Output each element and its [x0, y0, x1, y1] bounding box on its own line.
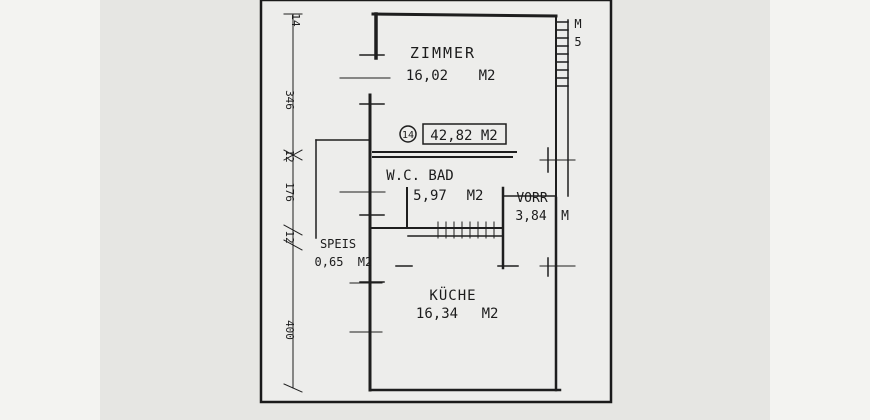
wall-top	[371, 12, 558, 18]
dimension-400: 400	[283, 320, 296, 340]
dimension-176: 176	[283, 182, 296, 202]
room-zimmer-unit: M2	[479, 68, 496, 84]
room-vorr-unit: M	[561, 209, 569, 224]
total-area-box	[422, 123, 507, 145]
dimension-346: 346	[283, 90, 296, 110]
dim-tick	[283, 239, 303, 251]
room-speis-area: 0,65	[315, 255, 344, 269]
room-kuche-area: 16,34	[416, 306, 458, 322]
room-kuche-unit: M2	[482, 306, 499, 322]
side-mark-5: 5	[574, 35, 581, 49]
plan-lines	[283, 12, 576, 393]
dim-tick	[283, 149, 303, 161]
dimension-12-lower: 12	[283, 230, 296, 243]
room-vorr-area: 3,84	[515, 209, 546, 224]
room-speis-unit: M2	[358, 255, 372, 269]
room-wcbad-unit: M2	[467, 188, 484, 204]
dim-tick	[283, 383, 303, 393]
total-area: 42,82 M2	[430, 128, 497, 144]
room-speis-name: SPEIS	[320, 237, 356, 251]
room-vorr-name: VORR	[516, 191, 547, 206]
unit-number-circle	[399, 125, 417, 143]
dimension-14: 14	[289, 13, 302, 27]
room-zimmer-name: ZIMMER	[410, 44, 476, 62]
room-wcbad-name: W.C. BAD	[386, 168, 453, 184]
side-mark-m: M	[574, 17, 581, 31]
unit-number: 14	[402, 130, 414, 141]
dimension-12-upper: 12	[283, 149, 296, 162]
dim-tick	[283, 224, 303, 236]
room-zimmer-area: 16,02	[406, 68, 448, 84]
plan-frame	[259, 0, 613, 404]
room-kuche-name: KÜCHE	[429, 286, 476, 304]
room-wcbad-area: 5,97	[413, 188, 447, 204]
